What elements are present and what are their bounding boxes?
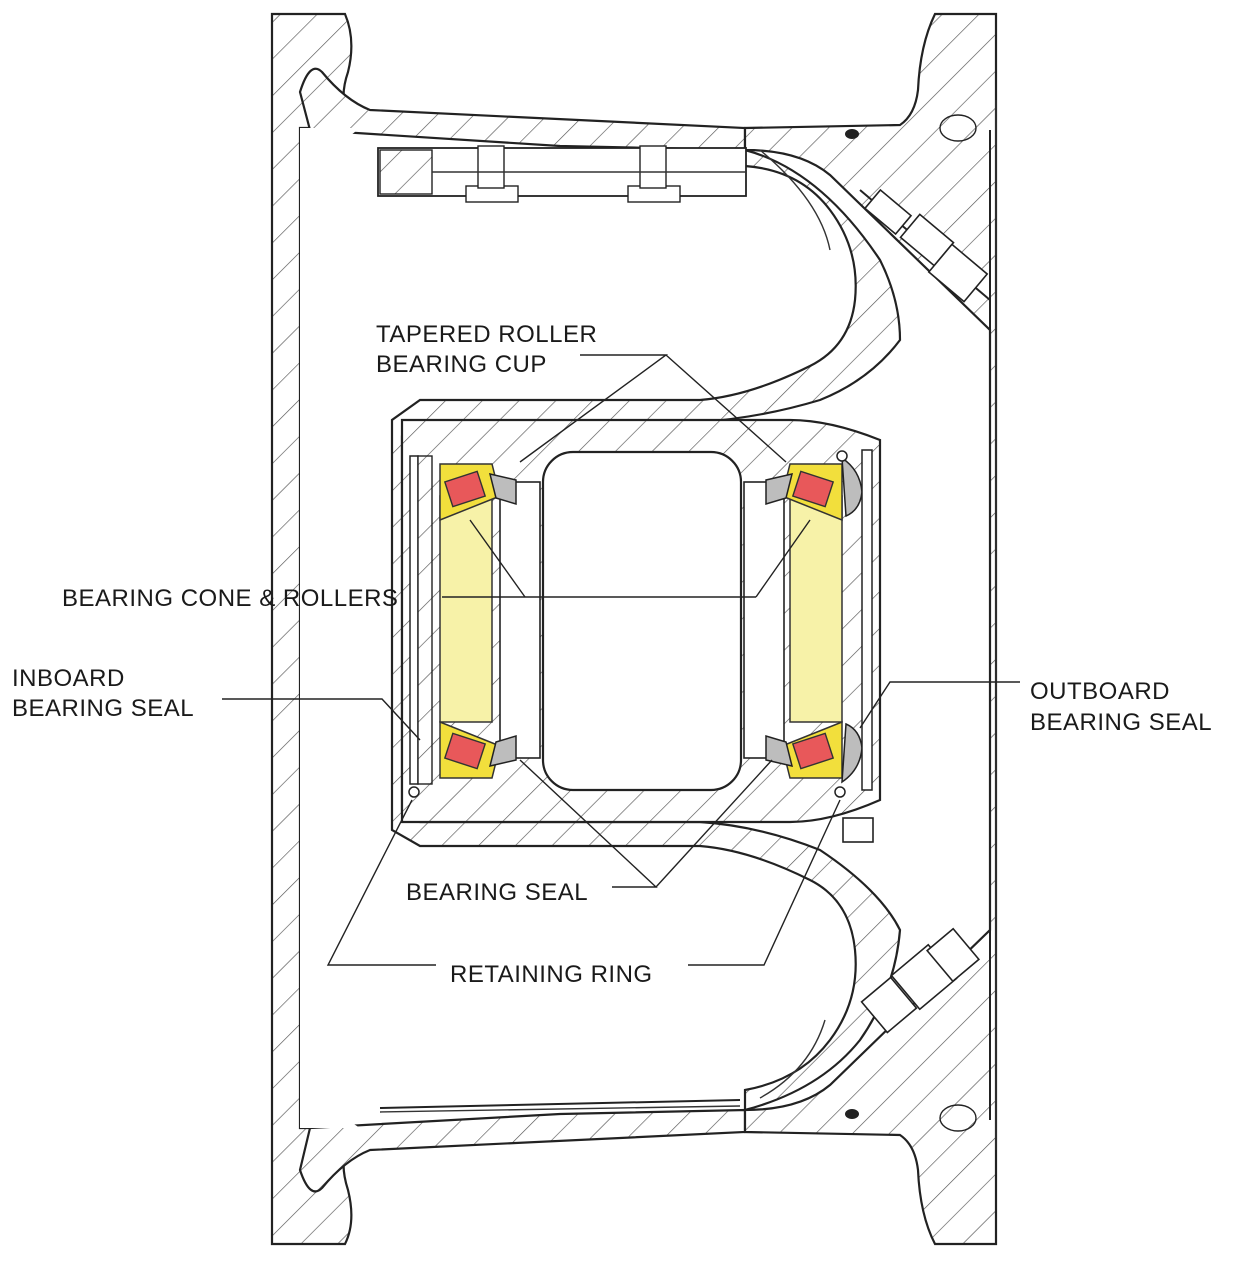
outboard-retaining-ring [834,786,846,798]
overpressure-plug [842,817,981,1034]
bearing-seal-leader-right [655,759,773,888]
hub-web [390,148,902,1112]
outboard-bore [743,481,785,759]
label-bearing-seal: BEARING SEAL [406,879,588,906]
leader-lines [222,354,1020,966]
lower-rim-flange [298,1108,747,1193]
lower-groove-detail [379,1019,826,1113]
label-cone-rollers: BEARING CONE & ROLLERS [62,585,398,612]
upper-o-ring [845,129,859,139]
outboard-bearing-seal-top [765,472,794,506]
inboard-seal-leader [222,698,421,741]
retaining-ring-leader-left [326,799,436,966]
label-cup-line2: BEARING CUP [376,351,547,378]
inboard-bore [499,481,541,759]
inboard-bearing-seal-bottom [488,734,517,768]
hub-cavity [541,450,743,792]
inflation-valve [859,188,991,303]
inboard-bearing-seal-top [488,472,517,506]
lower-o-ring [845,1109,859,1119]
outboard-retaining-ring-top [836,450,848,462]
label-retaining-ring: RETAINING RING [450,961,653,988]
inboard-roller-bottom [443,732,487,770]
outboard-roller-bottom [791,732,835,770]
outboard-seal-plate [861,449,873,791]
label-outboard-line1: OUTBOARD [1030,678,1170,705]
label-inboard-line1: INBOARD [12,665,125,692]
retaining-ring-leader-right [688,799,841,966]
outboard-bearing-seal-bottom [765,734,794,768]
label-cup-line1: TAPERED ROLLER [376,321,597,348]
inboard-bearing [408,455,517,798]
cone-leader-right [755,519,811,598]
labels: TAPERED ROLLER BEARING CUP BEARING CONE … [12,321,1212,988]
outboard-bearing [765,449,873,798]
inboard-roller-top [443,470,487,508]
outboard-bearing-cone [789,495,843,723]
label-outboard-line2: BEARING SEAL [1030,709,1212,736]
upper-rim-flange [298,67,747,152]
upper-bolt-detail [377,145,831,251]
cone-leader-left [469,519,526,598]
outboard-seal-leader [859,681,1020,729]
inboard-seal-plate [409,455,419,785]
label-inboard-line2: BEARING SEAL [12,695,194,722]
inboard-retaining-ring [408,786,420,798]
inboard-bearing-cone [439,495,493,723]
outboard-roller-top [791,470,835,508]
cup-leader-right [665,354,787,463]
